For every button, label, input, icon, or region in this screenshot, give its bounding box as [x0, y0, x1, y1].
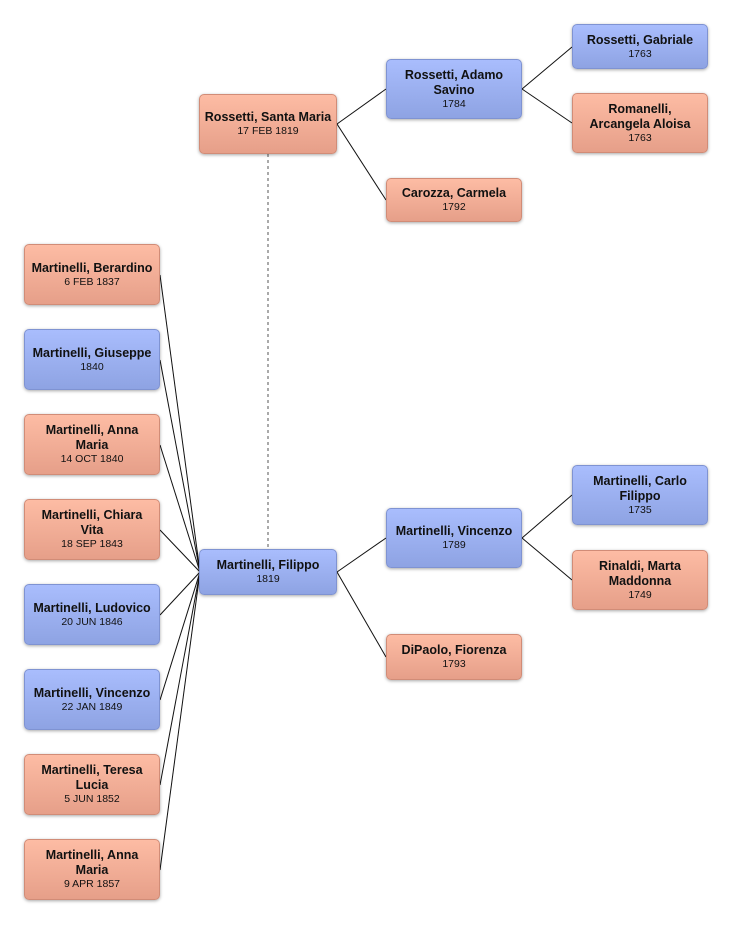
person-name: Rinaldi, Marta Maddonna	[599, 558, 681, 588]
person-name: Rossetti, Adamo Savino	[404, 67, 504, 97]
person-card-giuseppe[interactable]: Martinelli, Giuseppe 1840	[24, 329, 160, 390]
person-card-marta[interactable]: Rinaldi, Marta Maddonna 1749	[572, 550, 708, 610]
parent-link	[336, 88, 387, 125]
person-card-chiara[interactable]: Martinelli, Chiara Vita 18 SEP 1843	[24, 499, 160, 560]
parent-link	[336, 571, 387, 658]
person-name: Carozza, Carmela	[401, 186, 507, 200]
parent-link	[521, 537, 573, 581]
person-card-gabriale[interactable]: Rossetti, Gabriale 1763	[572, 24, 708, 69]
person-card-fiorenza[interactable]: DiPaolo, Fiorenza 1793	[386, 634, 522, 680]
person-name: Martinelli, Ludovico	[33, 600, 151, 615]
person-date: 14 OCT 1840	[60, 453, 124, 465]
person-card-carlo[interactable]: Martinelli, Carlo Filippo 1735	[572, 465, 708, 525]
child-link	[159, 571, 201, 701]
person-name: Martinelli, Teresa Lucia	[41, 763, 143, 792]
person-card-arcangela[interactable]: Romanelli, Arcangela Aloisa 1763	[572, 93, 708, 153]
person-card-vincenzo-father[interactable]: Martinelli, Vincenzo 1789	[386, 508, 522, 568]
child-link	[159, 444, 201, 573]
person-name: Martinelli, Vincenzo	[395, 524, 513, 538]
person-date: 9 APR 1857	[63, 878, 121, 890]
parent-link	[521, 46, 573, 90]
person-card-santa-maria[interactable]: Rossetti, Santa Maria 17 FEB 1819	[199, 94, 337, 154]
person-date: 1793	[442, 658, 466, 670]
parent-link	[521, 494, 573, 539]
person-name: Martinelli, Filippo	[216, 558, 320, 572]
child-link	[159, 571, 201, 786]
person-date: 22 JAN 1849	[61, 700, 123, 713]
child-link	[159, 529, 201, 573]
parent-link	[336, 537, 387, 573]
person-date: 1735	[628, 503, 652, 516]
person-date: 17 FEB 1819	[237, 125, 299, 137]
person-name: Romanelli, Arcangela Aloisa	[589, 101, 691, 131]
person-name: Martinelli, Chiara Vita	[41, 508, 143, 537]
person-date: 18 SEP 1843	[61, 538, 123, 550]
person-date: 20 JUN 1846	[61, 615, 123, 628]
person-date: 1784	[442, 97, 466, 110]
person-name: Martinelli, Anna Maria	[45, 423, 139, 452]
person-name: Martinelli, Vincenzo	[33, 685, 151, 700]
person-date: 5 JUN 1852	[64, 793, 120, 805]
person-card-adamo[interactable]: Rossetti, Adamo Savino 1784	[386, 59, 522, 119]
person-date: 1840	[80, 360, 104, 373]
person-date: 6 FEB 1837	[64, 275, 120, 288]
person-card-carmela[interactable]: Carozza, Carmela 1792	[386, 178, 522, 222]
person-name: Rossetti, Santa Maria	[204, 110, 332, 124]
person-date: 1819	[256, 573, 280, 585]
child-link	[159, 359, 201, 573]
child-link	[159, 571, 201, 616]
person-name: DiPaolo, Fiorenza	[401, 643, 507, 657]
person-date: 1792	[442, 201, 466, 213]
person-date: 1763	[628, 131, 652, 144]
person-card-vincenzo-child[interactable]: Martinelli, Vincenzo 22 JAN 1849	[24, 669, 160, 730]
person-date: 1749	[628, 588, 652, 601]
parent-link	[521, 88, 573, 124]
parent-link	[336, 123, 387, 201]
person-card-anna-maria-1840[interactable]: Martinelli, Anna Maria 14 OCT 1840	[24, 414, 160, 475]
person-card-ludovico[interactable]: Martinelli, Ludovico 20 JUN 1846	[24, 584, 160, 645]
child-link	[159, 571, 201, 871]
person-card-teresa[interactable]: Martinelli, Teresa Lucia 5 JUN 1852	[24, 754, 160, 815]
person-card-berardino[interactable]: Martinelli, Berardino 6 FEB 1837	[24, 244, 160, 305]
person-card-anna-maria-1857[interactable]: Martinelli, Anna Maria 9 APR 1857	[24, 839, 160, 900]
person-name: Martinelli, Anna Maria	[45, 848, 139, 877]
child-link	[159, 274, 201, 573]
person-date: 1763	[628, 47, 652, 60]
person-name: Martinelli, Carlo Filippo	[593, 473, 687, 503]
person-date: 1789	[442, 539, 466, 551]
person-card-filippo[interactable]: Martinelli, Filippo 1819	[199, 549, 337, 595]
person-name: Martinelli, Giuseppe	[32, 345, 152, 360]
person-name: Martinelli, Berardino	[31, 260, 153, 275]
person-name: Rossetti, Gabriale	[586, 32, 694, 47]
